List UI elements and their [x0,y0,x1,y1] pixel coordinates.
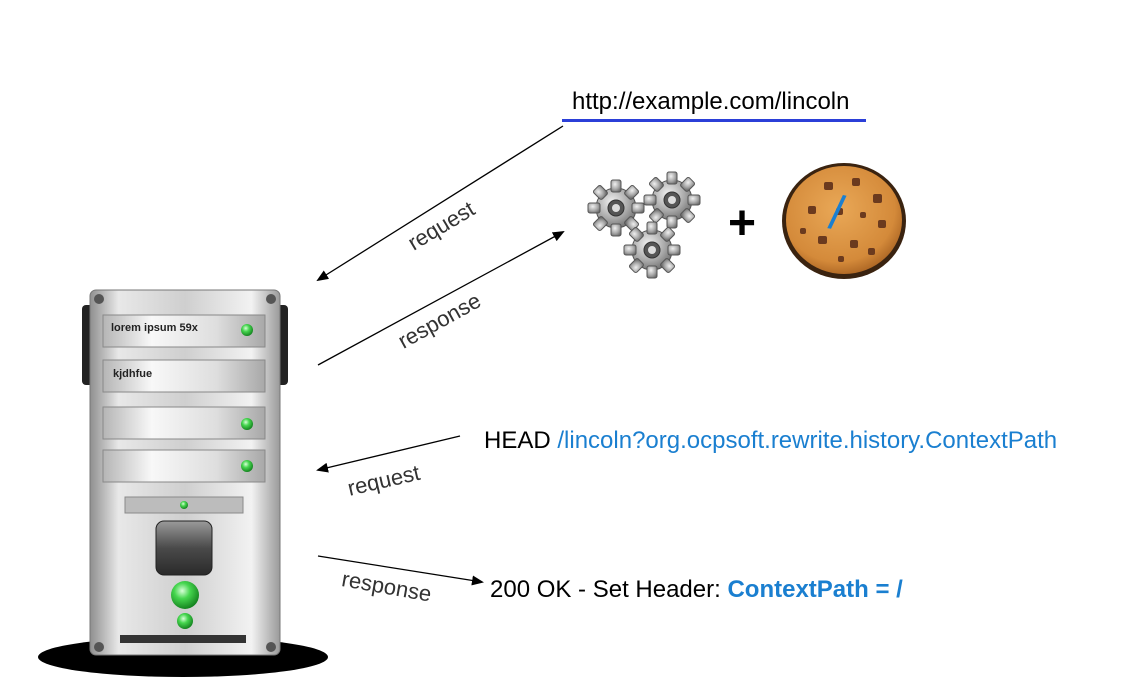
response-header-text: ContextPath = / [727,576,903,603]
plus-sign: + [728,197,757,250]
head-method: HEAD [484,427,551,454]
gears-icon [587,171,701,279]
head-response-line: 200 OK - Set Header: ContextPath = / [490,576,903,604]
response-arrow-1 [317,231,565,366]
response-arrow-2 [317,555,484,586]
request-arrow-1 [316,125,564,282]
server-bay-1-label: lorem ipsum 59x [111,322,198,334]
url-underline [562,119,866,122]
url-text: http://example.com/lincoln [572,88,850,115]
server-bay-2-label: kjdhfue [113,368,153,380]
server-tower-illustration [38,289,328,677]
head-request-path: /lincoln?org.ocpsoft.rewrite.history.Con… [557,427,1058,454]
request-arrow-2 [316,435,461,473]
cookie-icon [782,163,906,279]
response-status-text: 200 OK - Set Header: [490,576,721,603]
head-request-line: HEAD /lincoln?org.ocpsoft.rewrite.histor… [484,427,1057,455]
